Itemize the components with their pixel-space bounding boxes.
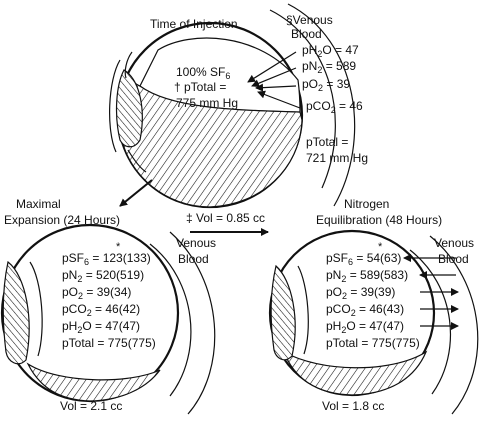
left-venous-2: Blood: [178, 252, 209, 266]
right-venous-2: Blood: [438, 252, 469, 266]
left-title-1: Maximal: [16, 197, 61, 211]
top-gas-label-1: 100% SF6: [176, 65, 230, 81]
eye-right: Nitrogen Equilibration (48 Hours) Venous…: [268, 197, 479, 415]
top-title: Time of Injection: [150, 17, 238, 31]
left-row-sf6: pSF6 = 123(133): [62, 251, 151, 267]
left-asterisk: *: [116, 241, 121, 253]
right-vol: Vol = 1.8 cc: [322, 399, 384, 413]
top-venous-n2: pN2 = 589: [302, 59, 356, 75]
flow-arrow-left: [119, 179, 153, 207]
right-title-2: Equilibration (48 Hours): [316, 213, 442, 227]
left-title-2: Expansion (24 Hours): [4, 213, 120, 227]
left-row-h2o: pH2O = 47(47): [62, 319, 140, 335]
top-gas-label-3: 775 mm Hg: [176, 96, 238, 110]
top-venous-o2: pO2 = 39: [302, 77, 350, 93]
top-venous-co2: pCO2 = 46: [306, 99, 363, 115]
top-venous-label-1: §Venous: [286, 13, 333, 27]
eye-right-arc-inner: [409, 249, 452, 395]
eye-left-lens: [2, 260, 30, 365]
top-arrow-2: [251, 67, 297, 88]
top-ptotal-1: pTotal =: [306, 135, 348, 149]
right-row-co2: pCO2 = 46(43): [326, 302, 404, 318]
right-asterisk: *: [378, 241, 383, 253]
right-row-h2o: pH2O = 47(47): [326, 319, 404, 335]
eye-right-lens: [270, 264, 296, 361]
right-row-o2: pO2 = 39(39): [326, 285, 395, 301]
top-arrow-1: [247, 51, 297, 83]
left-row-ptotal: pTotal = 775(775): [62, 336, 156, 350]
top-arrow-3: [255, 83, 297, 92]
top-ptotal-2: 721 mm Hg: [306, 151, 368, 165]
left-row-co2: pCO2 = 46(42): [62, 302, 140, 318]
top-venous-h2o: pH2O = 47: [302, 43, 359, 59]
eye-left-arc-inner: [149, 243, 192, 397]
eye-left-vitreous: [26, 362, 161, 402]
right-row-ptotal: pTotal = 775(775): [326, 336, 420, 350]
left-venous-1: Venous: [176, 236, 216, 250]
eye-top-lens: [115, 69, 143, 148]
eye-top: Time of Injection 100% SF6 † pTotal = 77…: [109, 3, 368, 225]
top-venous-label-2: Blood: [291, 27, 322, 41]
right-title-1: Nitrogen: [344, 197, 389, 211]
eye-top-arc-inner: [269, 9, 336, 189]
left-vol: Vol = 2.1 cc: [60, 399, 122, 413]
left-row-n2: pN2 = 520(519): [62, 268, 144, 284]
right-row-n2: pN2 = 589(583): [326, 268, 408, 284]
eye-left: Maximal Expansion (24 Hours) Venous Bloo…: [0, 197, 216, 415]
right-row-sf6: pSF6 = 54(63): [326, 251, 401, 267]
top-arrow-4: [257, 90, 301, 109]
eye-right-vitreous: [282, 350, 428, 396]
eye-left-arc-outer: [169, 231, 216, 415]
eye-right-arc-outer: [429, 235, 479, 415]
top-gas-label-2: † pTotal =: [174, 80, 226, 94]
eye-top-arc-outer: [287, 3, 356, 207]
right-venous-1: Venous: [434, 236, 474, 250]
top-vol: ‡ Vol = 0.85 cc: [186, 211, 265, 225]
left-row-o2: pO2 = 39(34): [62, 285, 131, 301]
